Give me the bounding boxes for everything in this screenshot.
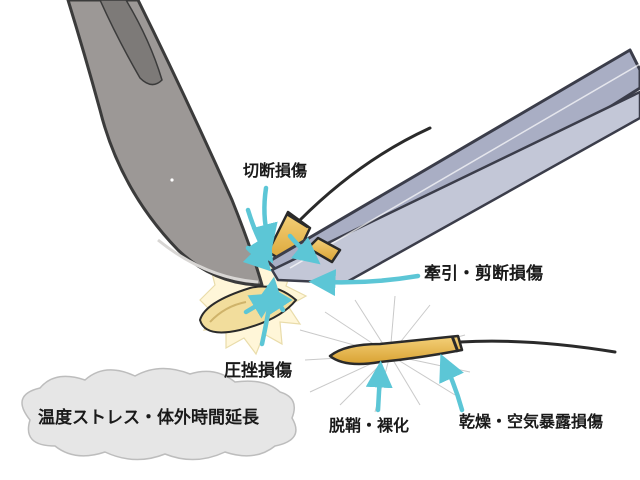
label-thermal-stress: 温度ストレス・体外時間延長 xyxy=(38,408,259,428)
label-traction-shear-injury: 牽引・剪断損傷 xyxy=(424,264,543,284)
scalpel-icon xyxy=(66,0,264,287)
cloud-icon xyxy=(21,367,297,461)
hair-graft-icon xyxy=(328,334,617,366)
label-sheath-loss: 脱鞘・裸化 xyxy=(329,416,410,435)
label-dry-air-exposure: 乾燥・空気暴露損傷 xyxy=(459,412,604,431)
label-cut-injury: 切断損傷 xyxy=(243,161,308,180)
forceps-icon xyxy=(266,48,640,285)
arrow-icon xyxy=(242,185,465,413)
label-crush-injury: 圧挫損傷 xyxy=(224,361,292,381)
